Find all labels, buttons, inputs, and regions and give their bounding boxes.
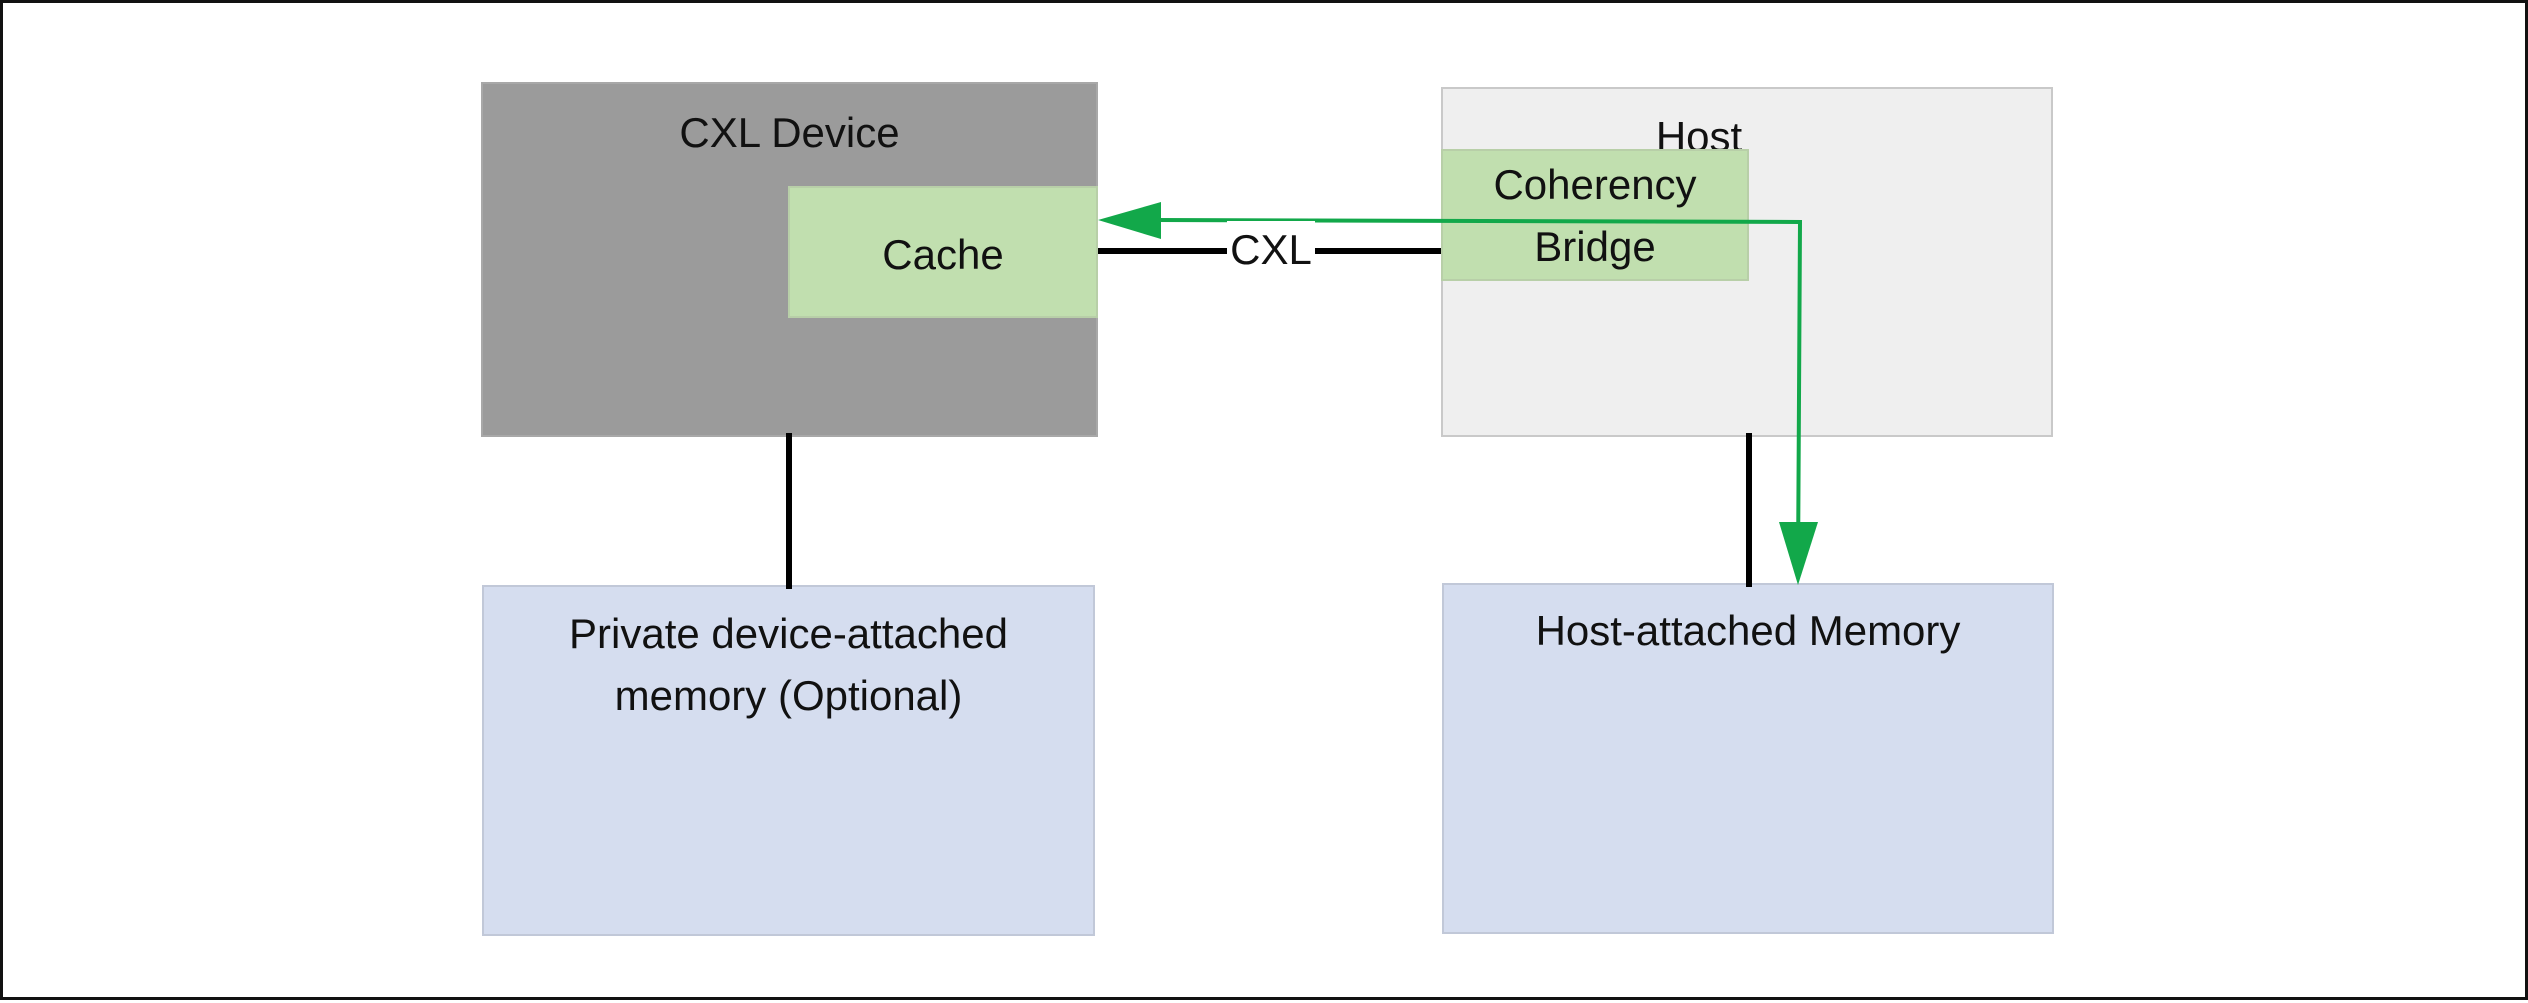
cxl-link-label: CXL	[1227, 221, 1315, 279]
host-attached-memory-label: Host-attached Memory	[1535, 607, 1961, 654]
flow-arrowhead-to-cache	[1098, 202, 1161, 239]
connector-layer	[786, 202, 1818, 589]
cache-box: Cache	[788, 186, 1098, 318]
cache-label: Cache	[882, 231, 1004, 278]
flow-arrowhead-to-host-memory	[1779, 522, 1818, 585]
coherency-bridge-box: Coherency Bridge	[1441, 149, 1749, 281]
cxl-device-label: CXL Device	[679, 109, 900, 156]
host-attached-memory-box: Host-attached Memory	[1442, 583, 2054, 934]
coherency-bridge-label: Coherency Bridge	[1493, 161, 1697, 270]
private-device-memory-label: Private device-attached memory (Optional…	[569, 610, 1008, 719]
private-device-memory-box: Private device-attached memory (Optional…	[482, 585, 1095, 936]
